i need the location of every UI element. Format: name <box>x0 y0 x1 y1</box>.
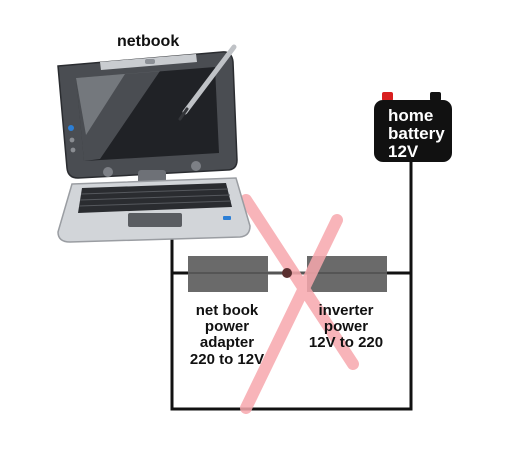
netbook-blue-indicator <box>223 216 231 220</box>
inverter-label-line-3: 12V to 220 <box>309 334 383 351</box>
netbook-side-button-3 <box>70 147 76 153</box>
adapter-label-line-3: adapter <box>200 334 254 351</box>
home-battery: home battery 12V <box>374 92 452 162</box>
netbook-screen-glare <box>76 71 160 161</box>
main-loop-wire <box>170 160 413 411</box>
battery-label-line-1: home <box>388 106 433 125</box>
cross-stroke-b <box>240 214 343 414</box>
netbook-key-row-3 <box>78 200 232 207</box>
netbook-speaker-left <box>103 167 113 177</box>
netbook-side-button-1 <box>68 125 74 131</box>
netbook-label: netbook <box>117 33 179 50</box>
inverter-label: inverter power 12V to 220 <box>309 302 383 351</box>
battery-label-line-3: 12V <box>388 142 419 161</box>
battery-label-line-2: battery <box>388 124 445 143</box>
battery-positive-terminal <box>382 92 393 101</box>
netbook-stylus <box>182 44 237 115</box>
cross-mark <box>240 194 359 414</box>
netbook-key-rows <box>78 188 232 207</box>
inverter-label-line-1: inverter <box>318 302 373 319</box>
adapter-label-line-4: 220 to 12V <box>190 351 264 368</box>
netbook-touchpad <box>128 213 182 227</box>
netbook-speaker-right <box>191 161 201 171</box>
adapter-label: net book power adapter 220 to 12V <box>190 302 264 368</box>
netbook-stylus-tip <box>178 107 189 121</box>
netbook-key-row-2 <box>79 194 231 201</box>
netbook-screen-glare-2 <box>76 74 125 135</box>
adapter-label-line-1: net book <box>196 302 259 319</box>
battery-negative-terminal <box>430 92 441 101</box>
junction-dot <box>282 268 292 278</box>
netbook-webcam <box>145 59 155 64</box>
netbook-key-row-1 <box>80 188 229 195</box>
circuit-wires <box>170 160 413 411</box>
netbook-icon: netbook <box>57 33 251 243</box>
netbook-side-button-2 <box>69 137 75 143</box>
cross-stroke-a <box>240 194 359 370</box>
adapter-block <box>188 256 268 292</box>
adapter-label-line-2: power <box>205 318 249 335</box>
inverter-label-line-2: power <box>324 318 368 335</box>
battery-body <box>374 100 452 162</box>
